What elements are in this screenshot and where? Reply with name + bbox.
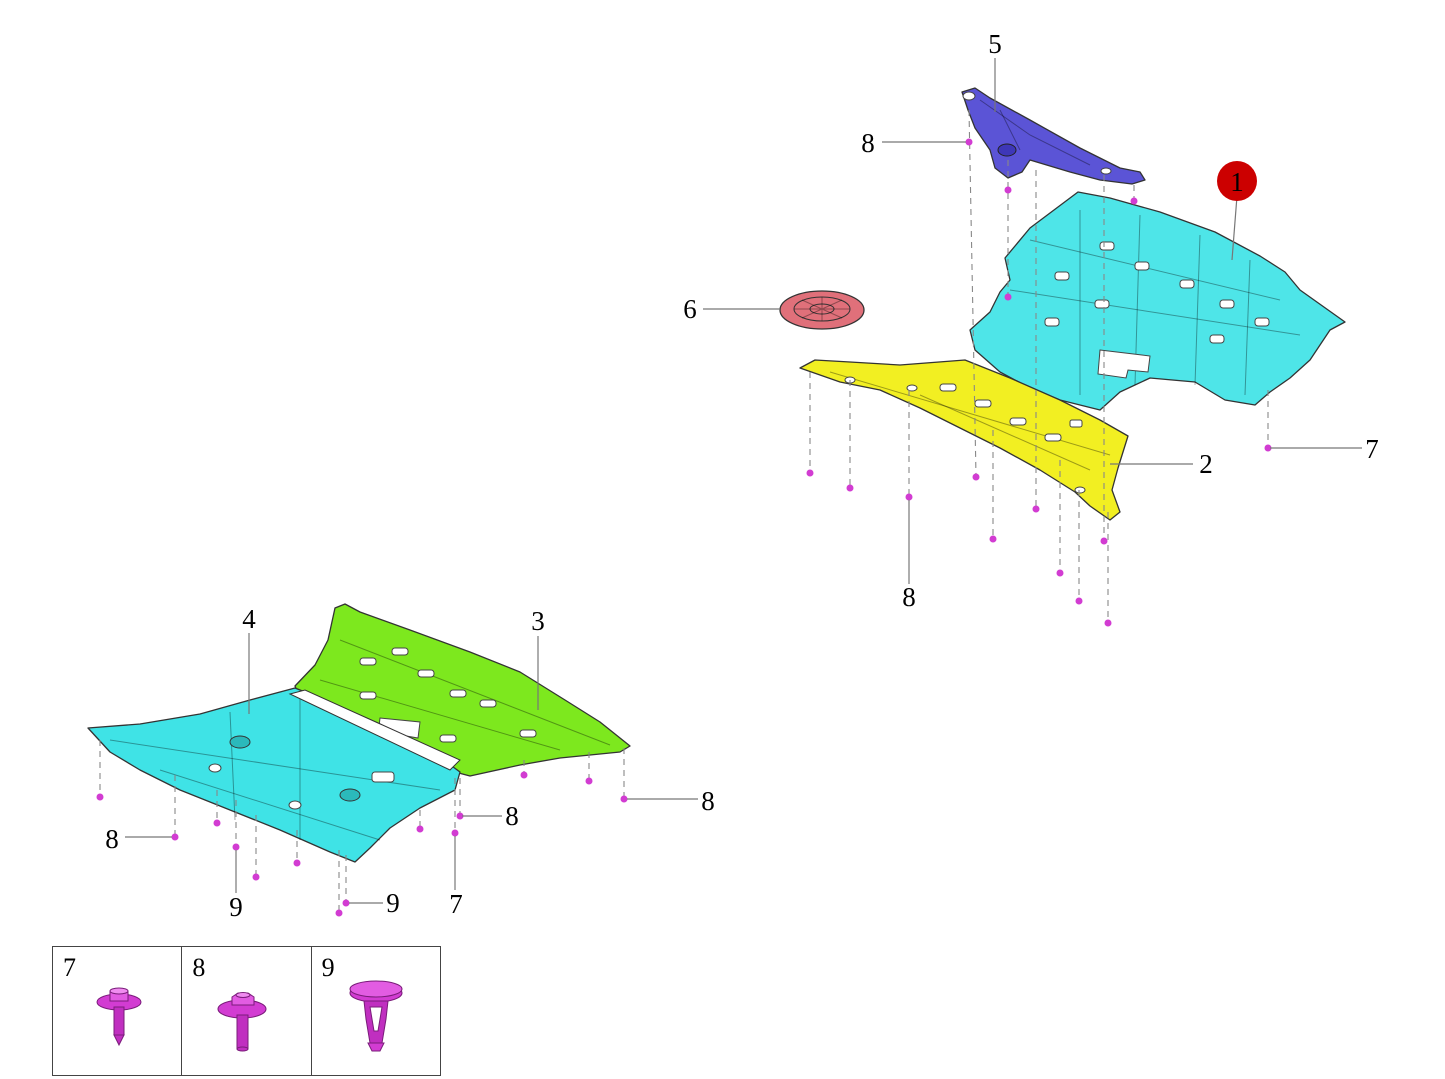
- leader-lines: [125, 58, 1362, 904]
- highlight-badge: [1217, 161, 1257, 201]
- part-5-bracket[interactable]: [961, 87, 1146, 185]
- legend-number: 7: [63, 953, 76, 982]
- callout-9-left[interactable]: 9: [229, 892, 243, 922]
- callout-2[interactable]: 2: [1199, 449, 1213, 479]
- callout-5[interactable]: 5: [988, 29, 1002, 59]
- callout-8-upper-bottom[interactable]: 8: [902, 582, 916, 612]
- callout-1[interactable]: 1: [1230, 167, 1244, 197]
- part-6-round-cover[interactable]: [779, 290, 865, 330]
- callout-7-lower[interactable]: 7: [449, 889, 463, 919]
- part-1-rear-underbody-shield[interactable]: [969, 191, 1346, 411]
- callout-8-lower-left[interactable]: 8: [105, 824, 119, 854]
- part-4-side-shield[interactable]: [87, 687, 461, 863]
- fastener-guide-lines: [99, 109, 1269, 912]
- callout-4[interactable]: 4: [242, 604, 256, 634]
- hex-flange-screw-icon: [217, 992, 267, 1052]
- fastener-legend: 7 8 9: [52, 946, 441, 1076]
- part-2-front-shield[interactable]: [799, 359, 1129, 521]
- push-clip-icon: [349, 980, 403, 1052]
- legend-number: 8: [192, 953, 206, 982]
- flange-bolt-icon: [96, 987, 142, 1047]
- callout-3[interactable]: 3: [531, 606, 545, 636]
- legend-cell-8[interactable]: 8: [182, 947, 312, 1075]
- callout-7-upper[interactable]: 7: [1365, 434, 1379, 464]
- legend-cell-9[interactable]: 9: [312, 947, 440, 1075]
- callout-8-lower-mid[interactable]: 8: [505, 801, 519, 831]
- legend-number: 9: [321, 953, 335, 982]
- callout-8-lower-right[interactable]: 8: [701, 786, 715, 816]
- legend-cell-7[interactable]: 7: [53, 947, 183, 1075]
- callout-9-right[interactable]: 9: [386, 888, 400, 918]
- callout-8-upper-left[interactable]: 8: [861, 128, 875, 158]
- callout-6[interactable]: 6: [683, 294, 697, 324]
- fastener-markers: [96, 138, 1272, 917]
